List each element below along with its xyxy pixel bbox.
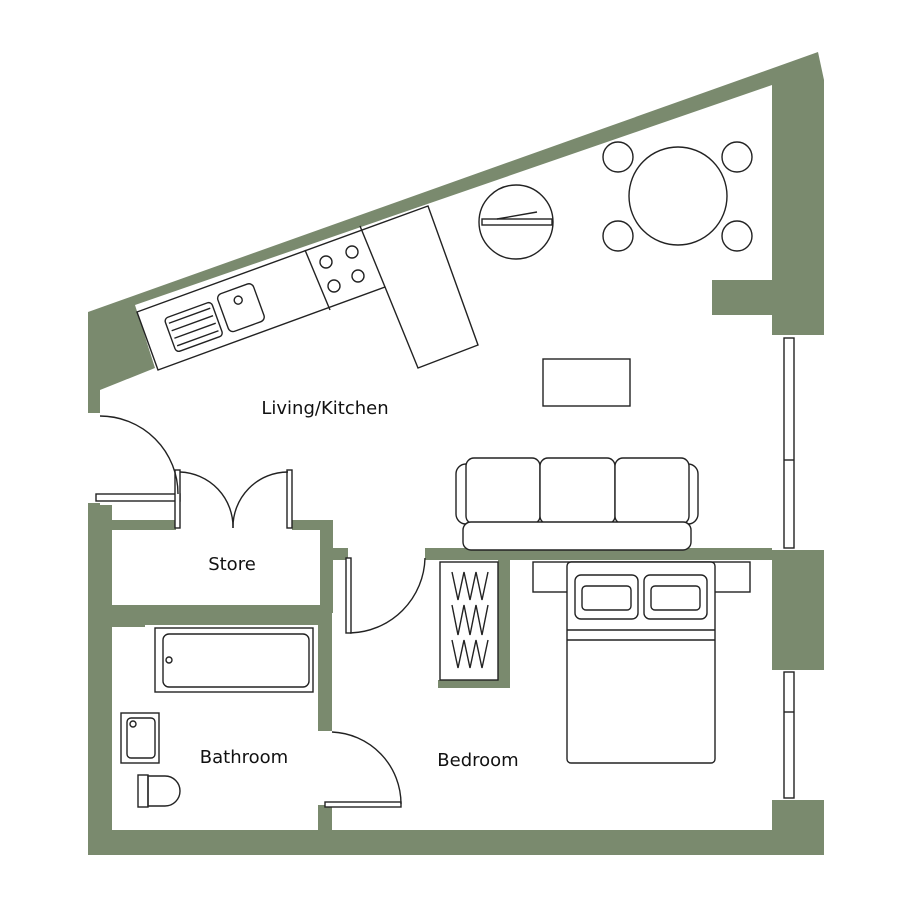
wall-pier xyxy=(772,550,824,670)
coffee-table xyxy=(542,358,631,407)
sink-icon xyxy=(164,283,265,353)
room-label-bedroom: Bedroom xyxy=(437,750,518,771)
bed xyxy=(532,561,751,764)
entrance-opening xyxy=(86,413,102,503)
bathroom-door[interactable] xyxy=(324,731,402,808)
sofa xyxy=(455,457,699,551)
dining-table xyxy=(602,141,753,252)
room-label-living-kitchen: Living/Kitchen xyxy=(261,398,388,419)
bedroom-door[interactable] xyxy=(345,557,426,634)
bathtub xyxy=(154,627,314,693)
interior-walls xyxy=(100,520,772,830)
window-lower xyxy=(772,670,824,800)
basin-icon xyxy=(120,712,160,764)
kitchen-counter xyxy=(136,205,479,371)
entrance-door[interactable] xyxy=(95,415,181,529)
tv-icon xyxy=(478,184,554,260)
room-label-bathroom: Bathroom xyxy=(200,747,288,768)
hob-icon xyxy=(319,245,365,293)
room-label-store: Store xyxy=(208,554,256,575)
wardrobe xyxy=(439,561,499,681)
store-doors[interactable] xyxy=(179,469,293,529)
toilet-icon xyxy=(137,774,181,808)
window-upper xyxy=(772,335,824,550)
